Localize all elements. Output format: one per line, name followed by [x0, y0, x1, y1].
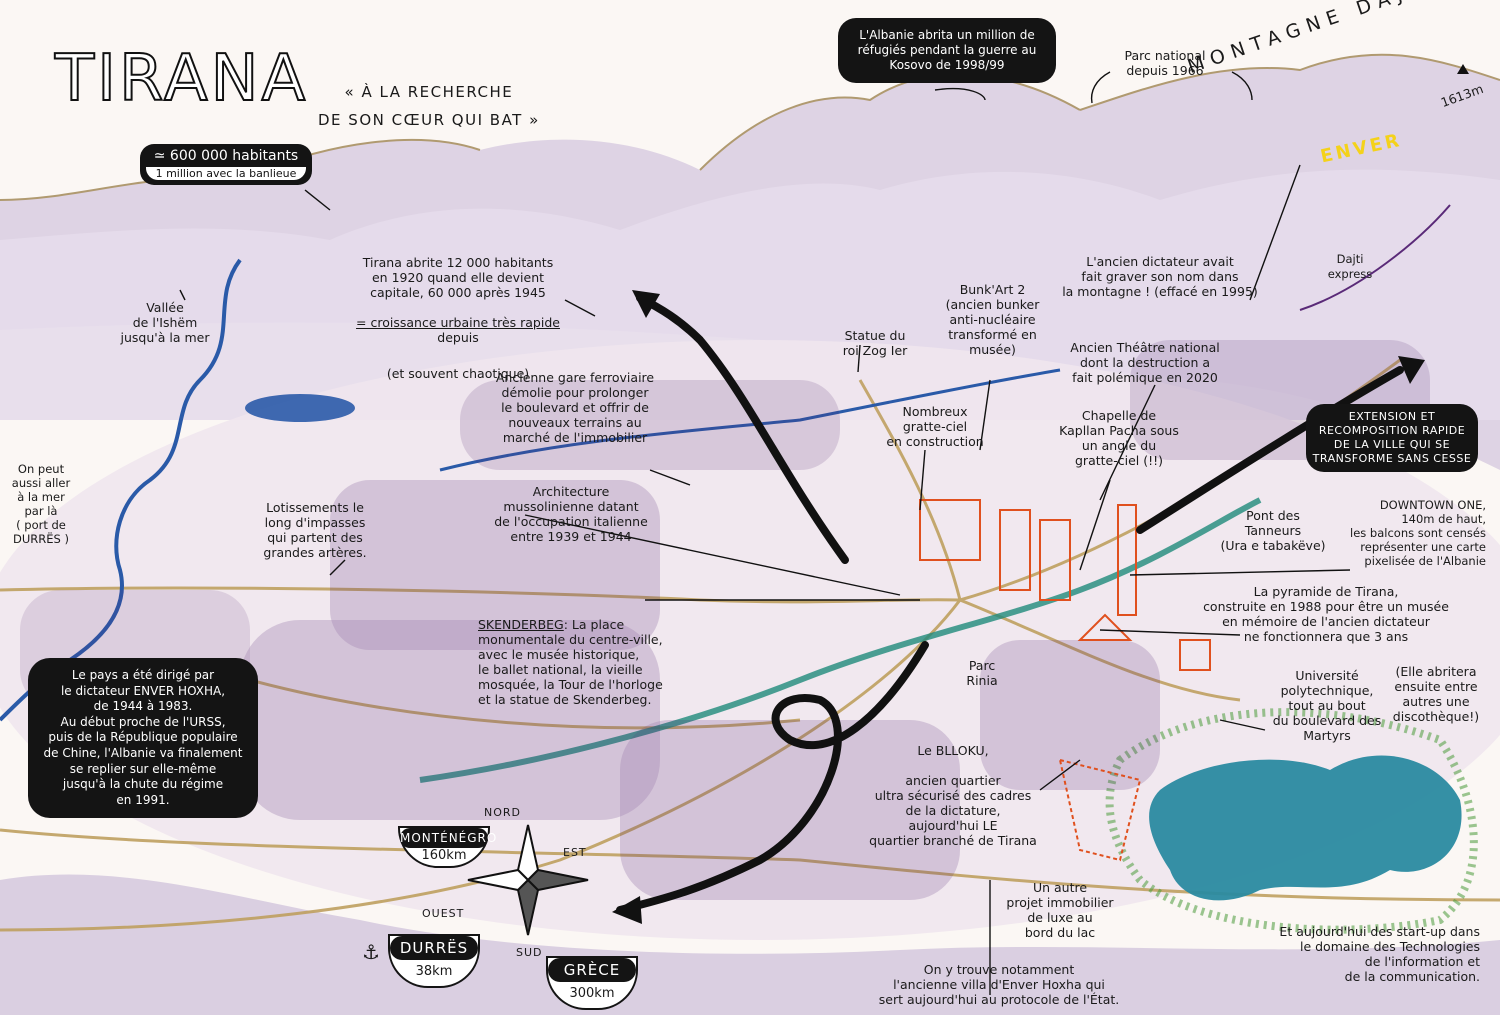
population-main: ≃ 600 000 habitants — [153, 148, 299, 164]
growth-highlight: = croissance urbaine très rapide — [356, 315, 560, 330]
architecture-label: Architecture mussolinienne datant de l'o… — [494, 484, 648, 544]
destination-distance: 38km — [415, 964, 453, 979]
blloku-heading: Le BLLOKU, — [917, 743, 989, 758]
compass-rose — [467, 824, 589, 936]
compass-sud: SUD — [516, 946, 543, 959]
population-sub: 1 million avec la banlieue — [146, 167, 306, 180]
dajti-express-line — [1299, 204, 1451, 311]
zog-label: Statue du roi Zog Ier — [842, 328, 908, 358]
skenderbeg-label: SKENDERBEG: La place monumentale du cent… — [478, 602, 708, 707]
growth-note: Tirana abrite 12 000 habitants en 1920 q… — [338, 240, 578, 396]
lac-label: Un autre projet immobilier de luxe au bo… — [1006, 880, 1114, 940]
compass-ouest: OUEST — [422, 907, 465, 920]
pyramide-label: La pyramide de Tirana, construite en 198… — [1203, 584, 1449, 644]
small-lake — [245, 394, 355, 422]
compass-nord: NORD — [484, 806, 521, 819]
universite-label: Université polytechnique, tout au bout d… — [1272, 668, 1382, 743]
bunkart-label: Bunk'Art 2 (ancien bunker anti-nucléaire… — [945, 282, 1040, 357]
growth-text: Tirana abrite 12 000 habitants en 1920 q… — [362, 255, 554, 300]
skenderbeg-heading: SKENDERBEG — [478, 617, 564, 632]
blloku-text: ancien quartier ultra sécurisé des cadre… — [869, 773, 1037, 848]
vallee-label: Vallée de l'Ishëm jusqu'à la mer — [120, 300, 210, 345]
skenderbeg-text: : La place monumentale du centre-ville, … — [478, 617, 663, 707]
startup-label: Et aujourd'hui des start-up dans le doma… — [1279, 924, 1480, 984]
theatre-label: Ancien Théâtre national dont la destruct… — [1070, 340, 1220, 385]
villa-label: On y trouve notamment l'ancienne villa d… — [878, 962, 1120, 1007]
anchor-icon: ⚓ — [362, 940, 380, 964]
lotissements-label: Lotissements le long d'impasses qui part… — [263, 500, 367, 560]
dictateur-nom-label: L'ancien dictateur avait fait graver son… — [1062, 254, 1258, 299]
destination-grece: GRÈCE 300km — [546, 956, 638, 1010]
mer-label: On peut aussi aller à la mer par là ( po… — [11, 462, 71, 546]
downtown-label: DOWNTOWN ONE, 140m de haut, les balcons … — [1350, 498, 1486, 568]
gratte-ciel-label: Nombreux gratte-ciel en construction — [886, 404, 984, 449]
parc-rinia-label: Parc Rinia — [966, 658, 998, 688]
artificial-lake — [1149, 755, 1462, 901]
compass-est: EST — [563, 846, 587, 859]
destination-name: GRÈCE — [548, 958, 636, 982]
river-lana — [419, 497, 1262, 783]
destination-name: DURRËS — [390, 936, 478, 960]
hoxha-note: Le pays a été dirigé par le dictateur EN… — [28, 658, 258, 819]
population-badge: ≃ 600 000 habitants 1 million avec la ba… — [140, 144, 312, 185]
extension-note: EXTENSION ET RECOMPOSITION RAPIDE DE LA … — [1306, 404, 1478, 472]
arrow-southwest — [616, 641, 929, 914]
map-subtitle: « À LA RECHERCHE DE SON CŒUR QUI BAT » — [318, 83, 540, 129]
dajti-express-label: Dajti express — [1327, 252, 1373, 281]
destination-name: MONTÉNÉGRO — [400, 828, 496, 848]
destination-distance: 160km — [421, 848, 467, 863]
arrow-northeast — [1136, 366, 1404, 534]
growth-chaotic: (et souvent chaotique) — [386, 366, 530, 381]
kosovo-note: L'Albanie abrita un million de réfugiés … — [838, 18, 1056, 83]
blloku-label: Le BLLOKU, ancien quartier ultra sécuris… — [858, 728, 1048, 863]
parc-national-label: Parc national depuis 1966 — [1124, 48, 1206, 78]
tanneurs-label: Pont des Tanneurs (Ura e tabakëve) — [1220, 508, 1326, 553]
destination-distance: 300km — [569, 986, 615, 1001]
destination-durres: DURRËS 38km — [388, 934, 480, 988]
map-title: TIRANA — [54, 41, 309, 117]
arrow-northwest — [636, 294, 849, 564]
growth-suffix: depuis — [437, 330, 479, 345]
discotheque-label: (Elle abritera ensuite entre autres une … — [1392, 664, 1480, 724]
destination-montenegro: MONTÉNÉGRO 160km — [398, 826, 496, 868]
chapelle-label: Chapelle de Kapllan Pacha sous un angle … — [1059, 408, 1179, 468]
gare-label: Ancienne gare ferroviaire démolie pour p… — [495, 370, 655, 445]
